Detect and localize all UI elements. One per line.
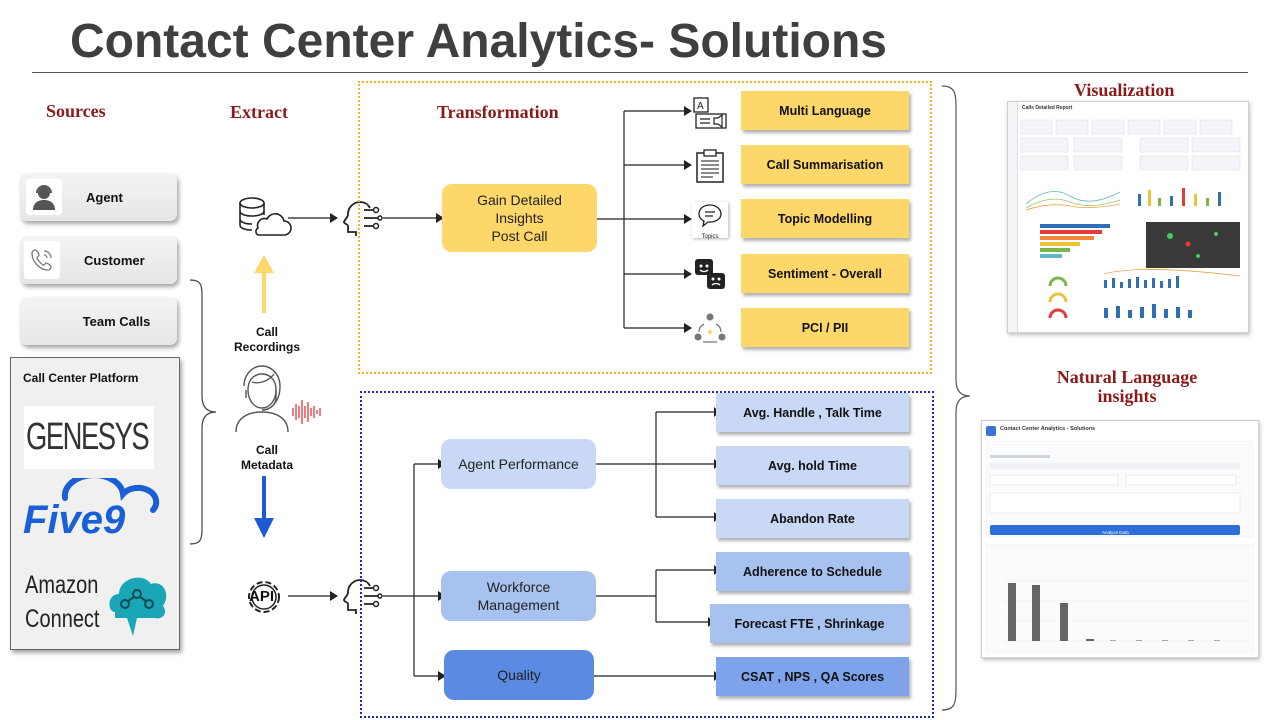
nl-insights-header-line1: Natural Language	[1056, 367, 1198, 387]
dashboard-sidebar	[1008, 102, 1018, 332]
visualization-header: Visualization	[1074, 80, 1175, 100]
abandon-rate-box: Abandon Rate	[716, 499, 909, 538]
csat-nps-qa-box: CSAT , NPS , QA Scores	[716, 657, 909, 696]
sources-brace	[189, 279, 217, 545]
agent-performance-node: Agent Performance	[441, 439, 596, 489]
database-cloud-icon	[236, 195, 292, 241]
call-center-platform-box: Call Center Platform GENESYS Five9 Amazo…	[10, 357, 180, 650]
nl-app-title: Contact Center Analytics - Solutions	[1000, 426, 1096, 432]
phone-icon	[24, 241, 60, 279]
arrow-db-to-ai	[288, 213, 338, 223]
avg-hold-time-box: Avg. hold Time	[716, 446, 909, 485]
svg-text:A: A	[697, 101, 704, 112]
output-brace	[941, 85, 971, 711]
call-metadata-label: Call Metadata	[214, 443, 320, 473]
agent-label: Agent	[86, 189, 123, 205]
nl-app-graphics	[986, 441, 1254, 653]
topic-modelling-box: Topic Modelling	[741, 199, 909, 238]
amazon-line: Amazon	[25, 571, 99, 599]
agent-source: Agent	[20, 173, 177, 221]
call-recordings-line2: Recordings	[233, 340, 300, 354]
page-title: Contact Center Analytics- Solutions	[70, 15, 887, 68]
topics-bubble-icon: Topics	[692, 202, 728, 240]
dashboard-title: Calls Detailed Report	[1022, 105, 1073, 111]
title-divider	[32, 72, 1248, 73]
summary-doc-icon	[694, 149, 726, 183]
ai-chip-icon	[338, 196, 383, 240]
metadata-container	[360, 391, 934, 718]
post-call-line1: Gain Detailed	[477, 192, 562, 208]
customer-source: Customer	[20, 236, 177, 284]
dashboard-graphics	[1020, 119, 1241, 319]
sources-header: Sources	[46, 101, 106, 121]
amazon-connect-wordmark: Amazon Connect	[25, 568, 100, 636]
nl-app-logo	[986, 426, 996, 436]
transformation-header: Transformation	[437, 102, 559, 122]
workforce-line1: Workforce	[486, 579, 551, 595]
translate-icon: A	[692, 94, 728, 130]
customer-label: Customer	[84, 252, 145, 268]
download-arrow	[254, 476, 274, 538]
sentiment-faces-icon	[692, 256, 728, 292]
nl-insights-header-line2: insights	[1097, 386, 1157, 406]
five9-wordmark: Five9	[23, 498, 126, 542]
platform-title: Call Center Platform	[23, 371, 139, 385]
sound-wave-icon	[292, 400, 321, 424]
sentiment-overall-box: Sentiment - Overall	[741, 254, 909, 293]
api-gear-icon: API	[240, 574, 290, 620]
metadata-connectors	[382, 407, 720, 681]
headset-agent-icon	[232, 356, 324, 433]
team-calls-label: Team Calls	[82, 313, 151, 329]
post-call-line3: Post Call	[491, 228, 548, 244]
nl-app-thumbnail: Contact Center Analytics - Solutions Ana…	[981, 420, 1259, 658]
call-metadata-line2: Metadata	[240, 458, 293, 472]
pci-pii-box: PCI / PII	[741, 308, 909, 347]
forecast-fte-shrinkage-box: Forecast FTE , Shrinkage	[710, 604, 909, 643]
post-call-line2: Insights	[495, 210, 544, 226]
genesys-logo: GENESYS	[24, 406, 154, 469]
analyze-data-button: Analyze Data	[1102, 530, 1129, 535]
avg-handle-talk-time-box: Avg. Handle , Talk Time	[716, 393, 909, 432]
call-recordings-label: Call Recordings	[214, 325, 320, 355]
upload-arrow	[254, 255, 274, 313]
privacy-people-icon	[692, 310, 728, 346]
call-metadata-line1: Call	[255, 443, 278, 457]
workforce-management-node: Workforce Management	[441, 571, 596, 621]
call-summarisation-box: Call Summarisation	[741, 145, 909, 184]
topics-caption: Topics	[701, 234, 719, 240]
nl-insights-header: Natural Language insights	[1020, 368, 1234, 406]
api-label: API	[249, 588, 275, 605]
agent-icon	[26, 179, 62, 215]
post-call-container	[358, 81, 932, 374]
call-recordings-line1: Call	[255, 325, 278, 339]
workforce-line2: Management	[477, 597, 560, 613]
extract-header: Extract	[230, 102, 288, 122]
connect-line: Connect	[25, 605, 100, 633]
dashboard-thumbnail: Calls Detailed Report	[1007, 101, 1249, 333]
post-call-insights-node: Gain Detailed Insights Post Call	[442, 184, 597, 252]
quality-node: Quality	[444, 650, 594, 700]
amazon-connect-icon	[107, 560, 167, 640]
arrow-api-to-ai	[288, 591, 338, 601]
post-call-connectors	[382, 106, 692, 333]
adherence-to-schedule-box: Adherence to Schedule	[716, 552, 909, 591]
team-calls-source: Team Calls	[20, 297, 177, 345]
five9-logo: Five9	[23, 472, 173, 548]
genesys-wordmark: GENESYS	[26, 416, 150, 458]
multi-language-box: Multi Language	[741, 91, 909, 130]
